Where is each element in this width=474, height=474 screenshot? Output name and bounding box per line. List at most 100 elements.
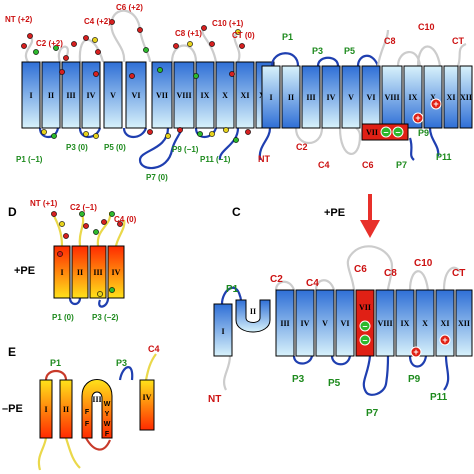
- loop-label-C4: C4: [318, 160, 330, 170]
- residue-label: F: [105, 431, 110, 438]
- helix-IV: [81, 61, 101, 129]
- panel-top-left: I II III IV V VI VII VIII IX X XI XII: [5, 3, 275, 182]
- panel-d-bottom-loops: [68, 297, 110, 308]
- e-helix-I: [39, 379, 53, 439]
- loop-label-C6: C6: [354, 264, 367, 275]
- helix-label: V: [348, 93, 354, 102]
- helix-label: IX: [401, 319, 410, 328]
- helix-IX: [195, 61, 215, 129]
- pe-label-minus-e: –PE: [2, 403, 23, 415]
- helix-label: I: [44, 405, 47, 414]
- c-helix-IV: [295, 289, 315, 357]
- top-right-helices: I II III IV V VI VIII IX X XI XII VII: [261, 65, 473, 141]
- helix-label: XI: [447, 93, 456, 102]
- helix-label: III: [93, 268, 102, 277]
- d-helix-I: [53, 245, 71, 299]
- loop-label-C4: C4: [306, 278, 319, 289]
- helix-label: XI: [441, 319, 450, 328]
- helix-XI: [443, 65, 459, 129]
- helix-label: V: [110, 91, 116, 100]
- panel-d: D +PE I II III IV NT (+1) C2: [8, 199, 137, 322]
- helix-label: XII: [458, 319, 470, 328]
- helix-label: X: [222, 91, 228, 100]
- charge-minus: –: [362, 335, 367, 345]
- helix-label: IV: [301, 319, 310, 328]
- top-right-labels: P1 P3 P5 C8 C10 CT NT C2 C4 C6 P7 P9 P11: [258, 22, 464, 170]
- loop-label-P11: P11: [430, 392, 448, 403]
- e-helix-II: [59, 379, 73, 439]
- helix-III: [61, 61, 81, 129]
- helix-label: III: [66, 91, 75, 100]
- loop-label-P11: P11: [436, 152, 452, 162]
- helix-label: XI: [241, 91, 250, 100]
- panel-c: C +PE I II: [208, 194, 473, 419]
- helix-label: IV: [327, 93, 336, 102]
- panel-letter-e: E: [8, 345, 16, 359]
- panel-c-charges: – – + +: [359, 320, 451, 358]
- loop-label-NT: NT: [258, 154, 270, 164]
- loop-label-P7: P7: [366, 408, 379, 419]
- helix-label: IV: [87, 91, 96, 100]
- top-left-labels: NT (+2) C2 (+2) C4 (+2) C6 (+2) C8 (+1) …: [5, 3, 255, 182]
- helix-I: [21, 61, 41, 129]
- helix-II: [281, 65, 301, 129]
- charge-plus: +: [413, 347, 418, 357]
- helix-label: VI: [341, 319, 350, 328]
- helix-II: [41, 61, 61, 129]
- helix-label: I: [269, 93, 272, 102]
- loop-label-P5: P5: [344, 46, 355, 56]
- panel-e-residues: F F W Y W F: [85, 401, 111, 438]
- loop-label-C2: C2 (+2): [36, 39, 63, 48]
- c-helix-III: [275, 289, 295, 357]
- loop-label-C2: C2: [270, 274, 283, 285]
- helix-XI: [235, 61, 255, 129]
- charge-minus: –: [395, 127, 400, 137]
- loop-label-CT: CT: [452, 268, 465, 279]
- helix-III: [301, 65, 321, 129]
- charge-minus: –: [383, 127, 388, 137]
- helix-label: VII: [366, 128, 378, 137]
- loop-label-P5: P5: [328, 378, 341, 389]
- top-right-charges: + – – +: [380, 98, 442, 138]
- loop-label-C10: C10 (+1): [212, 19, 244, 28]
- loop-label-P3: P3 (−2): [92, 313, 119, 322]
- helix-label: IV: [143, 393, 152, 402]
- loop-label-C8: C8: [384, 268, 397, 279]
- panel-d-dots: [51, 211, 123, 297]
- top-left-residue-dots: [21, 19, 251, 143]
- helix-X: [423, 65, 443, 129]
- d-helix-II: [71, 245, 89, 299]
- charge-minus: –: [362, 321, 367, 331]
- helix-label: II: [288, 93, 294, 102]
- charge-plus: +: [415, 113, 420, 123]
- panel-letter-d: D: [8, 205, 17, 219]
- panel-e-labels: P1 P3 C4: [50, 344, 160, 368]
- c-helix-II-hairpin: [235, 299, 271, 333]
- loop-label-C2: C2 (−1): [70, 203, 97, 212]
- panel-c-labels: C2 C4 C6 C8 C10 CT P1 P3 P5 P7 P9 P11 NT: [208, 258, 465, 419]
- helix-label: II: [77, 268, 83, 277]
- top-left-loops: [24, 9, 241, 170]
- helix-VII: [151, 61, 173, 129]
- helix-label: VIII: [176, 91, 191, 100]
- loop-label-P1: P1 (0): [52, 313, 74, 322]
- residue-label: Y: [105, 411, 110, 418]
- helix-label: II: [63, 405, 69, 414]
- loop-label-C8: C8: [384, 36, 396, 46]
- residue-label: F: [85, 409, 90, 416]
- loop-label-P3: P3 (0): [66, 143, 88, 152]
- helix-label: IV: [112, 268, 121, 277]
- helix-label: IX: [201, 91, 210, 100]
- panel-top-right: I II III IV V VI VIII IX X XI XII VII + …: [258, 22, 473, 170]
- c-helix-VI: [335, 289, 355, 357]
- loop-label-NT: NT: [208, 394, 221, 405]
- loop-label-P1: P1: [50, 358, 61, 368]
- panel-d-labels: NT (+1) C2 (−1) C4 (0) P1 (0) P3 (−2): [30, 199, 137, 322]
- loop-label-P7: P7 (0): [146, 173, 168, 182]
- helix-V: [103, 61, 123, 129]
- loop-label-CT: CT: [452, 36, 464, 46]
- loop-label-C2: C2: [296, 142, 308, 152]
- c-helix-X: [415, 289, 435, 357]
